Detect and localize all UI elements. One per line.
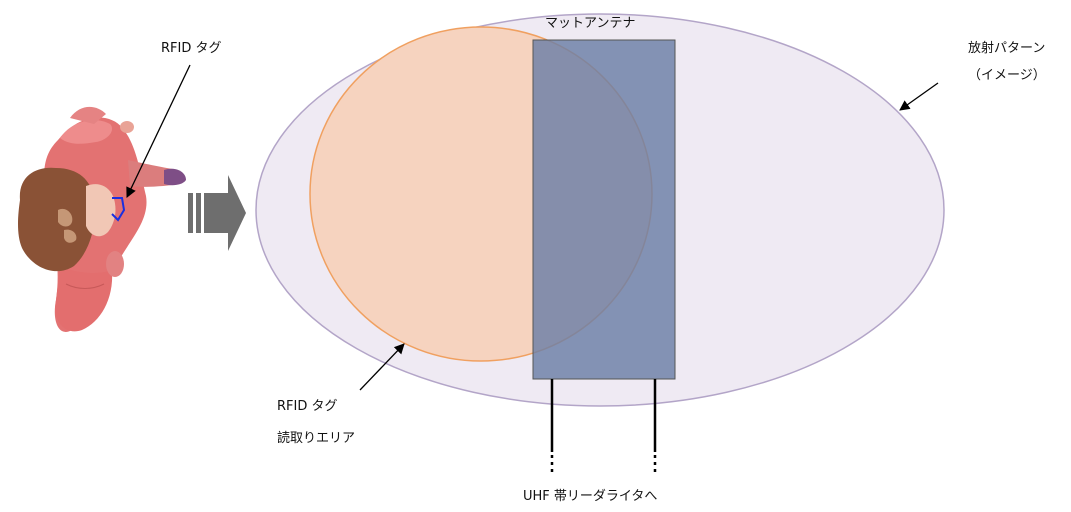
block-arrow-right-icon xyxy=(188,175,246,251)
read-area-label-line2: 読取りエリア xyxy=(277,431,356,446)
radiation-pattern-pointer xyxy=(899,82,939,111)
radiation-pattern-label-line2: （イメージ） xyxy=(968,68,1046,83)
reader-writer-label: UHF 帯リーダライタへ xyxy=(523,489,658,504)
rfid-tag-pointer xyxy=(126,64,191,198)
mat-antenna-label: マットアンテナ xyxy=(545,16,636,31)
radiation-pattern-label-line1: 放射パターン xyxy=(968,41,1046,56)
read-area-label-line1: RFID タグ xyxy=(277,399,338,414)
person-top-view-icon xyxy=(18,106,186,332)
read-area-pointer xyxy=(359,343,405,391)
antenna-cables xyxy=(550,379,657,472)
mat-antenna xyxy=(532,39,676,380)
rfid-tag-label: RFID タグ xyxy=(161,41,222,56)
